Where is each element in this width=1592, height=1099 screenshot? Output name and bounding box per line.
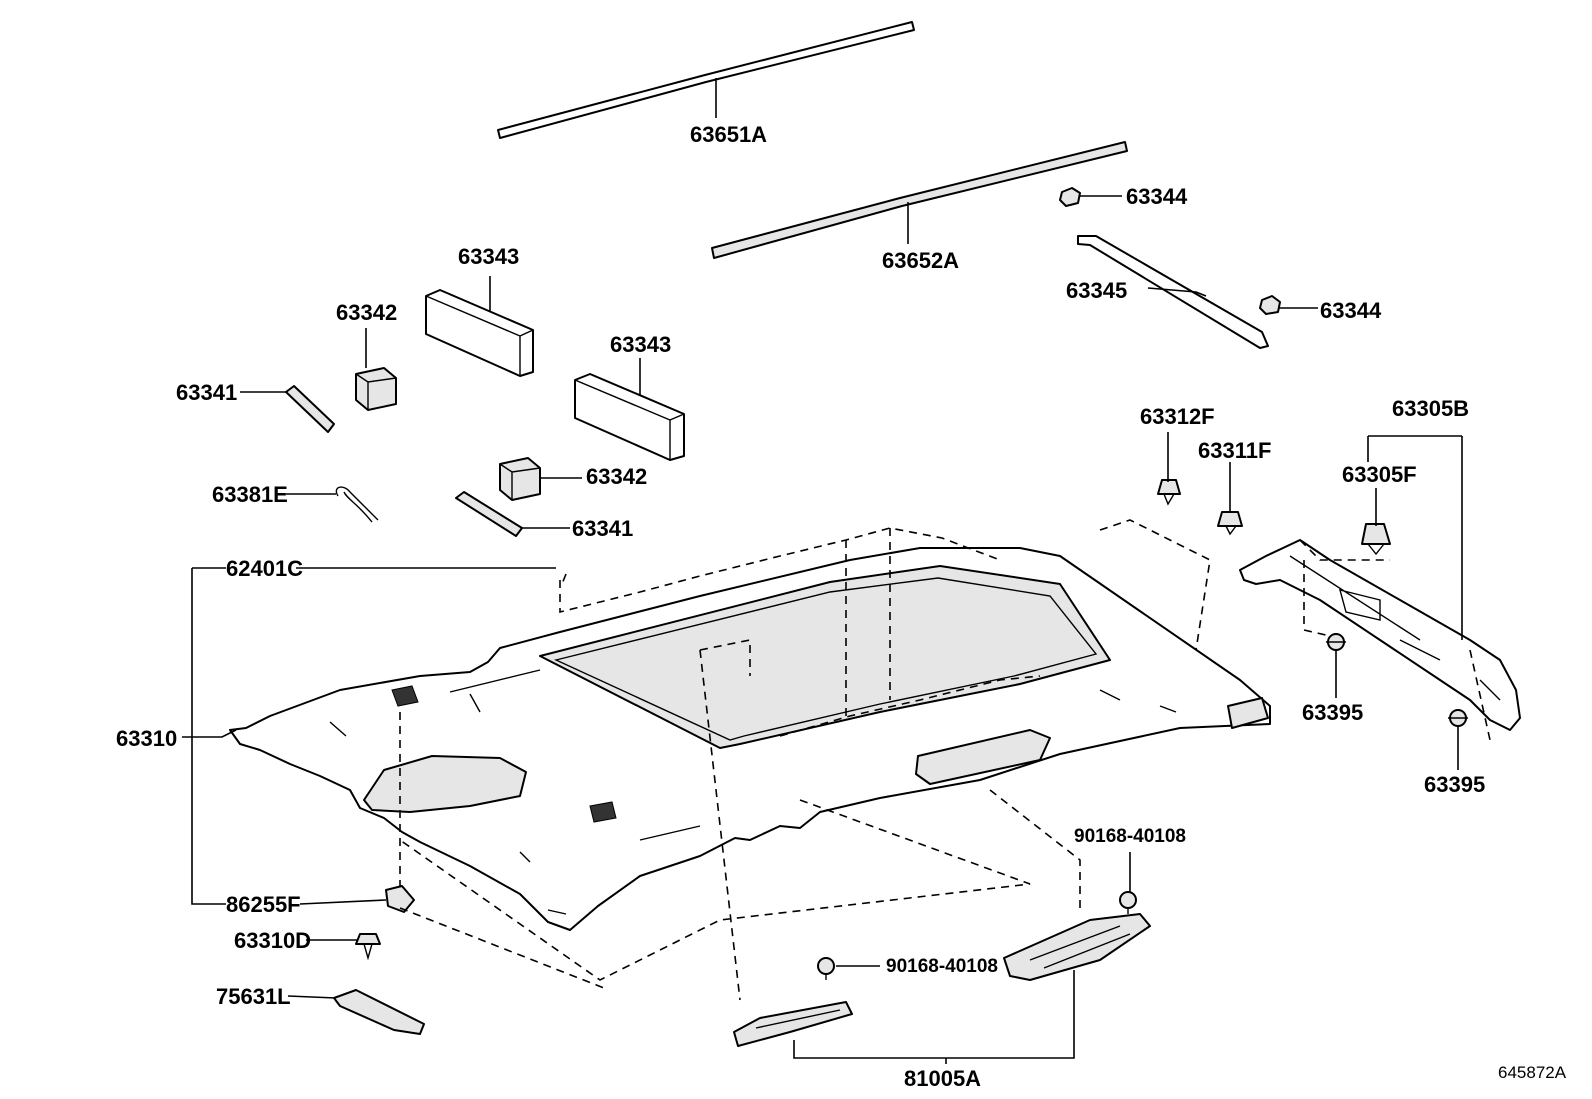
label-63311f: 63311F	[1198, 438, 1271, 463]
clip-63305f	[1361, 523, 1391, 556]
map-lamp-81005a-left	[733, 1001, 853, 1047]
strip-63341-upper	[285, 385, 335, 433]
clip-63312f	[1157, 479, 1181, 506]
label-63651a: 63651A	[690, 122, 767, 147]
label-63652a: 63652A	[882, 248, 959, 273]
end-cap-63344-upper	[1059, 187, 1081, 207]
diagram-reference-number: 645872A	[1498, 1063, 1567, 1082]
assembly-lines	[399, 519, 1491, 1001]
screw-63395-upper	[1326, 633, 1346, 651]
screw-90168-lower	[817, 957, 835, 980]
clip-86255f	[385, 885, 415, 913]
label-63345: 63345	[1066, 278, 1127, 303]
label-63342-upper: 63342	[336, 300, 397, 325]
roof-strip-63651a	[497, 21, 915, 139]
label-63305f: 63305F	[1342, 462, 1417, 487]
side-rail-63345	[1077, 235, 1269, 349]
label-62401c: 62401C	[226, 556, 303, 581]
label-63343-upper: 63343	[458, 244, 519, 269]
label-63395-upper: 63395	[1302, 700, 1363, 725]
label-63341-lower: 63341	[572, 516, 633, 541]
label-63310d: 63310D	[234, 928, 311, 953]
label-63341-upper: 63341	[176, 380, 237, 405]
block-63342-lower	[499, 457, 541, 501]
roof-strip-63652a	[711, 141, 1128, 259]
label-63305b: 63305B	[1392, 396, 1469, 421]
label-90168-40108-lower: 90168-40108	[886, 956, 998, 977]
part-labels: 63651A 63652A 63344 63344 63345 63343 63…	[116, 122, 1567, 1091]
map-lamp-81005a-right	[1003, 913, 1151, 981]
end-cap-63344-lower	[1259, 295, 1281, 315]
label-63344-upper: 63344	[1126, 184, 1188, 209]
label-63310: 63310	[116, 726, 177, 751]
rear-trim-63305b	[1239, 539, 1521, 731]
leader-lines	[182, 78, 1463, 1064]
clip-63381e	[335, 486, 379, 523]
label-81005a: 81005A	[904, 1066, 981, 1091]
block-63342-upper	[355, 367, 397, 411]
screw-63395-lower	[1448, 709, 1468, 727]
label-63344-lower: 63344	[1320, 298, 1382, 323]
label-86255f: 86255F	[226, 892, 301, 917]
label-63312f: 63312F	[1140, 404, 1215, 429]
screw-90168-upper	[1119, 891, 1137, 914]
label-63342-lower: 63342	[586, 464, 647, 489]
clip-63311f	[1217, 511, 1243, 536]
label-75631l: 75631L	[216, 984, 291, 1009]
pad-63343-lower	[574, 373, 685, 461]
pad-63343-upper	[425, 289, 534, 377]
label-63381e: 63381E	[212, 482, 288, 507]
headliner-63310	[229, 547, 1271, 931]
cover-75631l	[333, 989, 425, 1035]
label-90168-40108-upper: 90168-40108	[1074, 826, 1186, 847]
clip-63310d	[355, 933, 381, 961]
label-63343-lower: 63343	[610, 332, 671, 357]
label-63395-lower: 63395	[1424, 772, 1485, 797]
